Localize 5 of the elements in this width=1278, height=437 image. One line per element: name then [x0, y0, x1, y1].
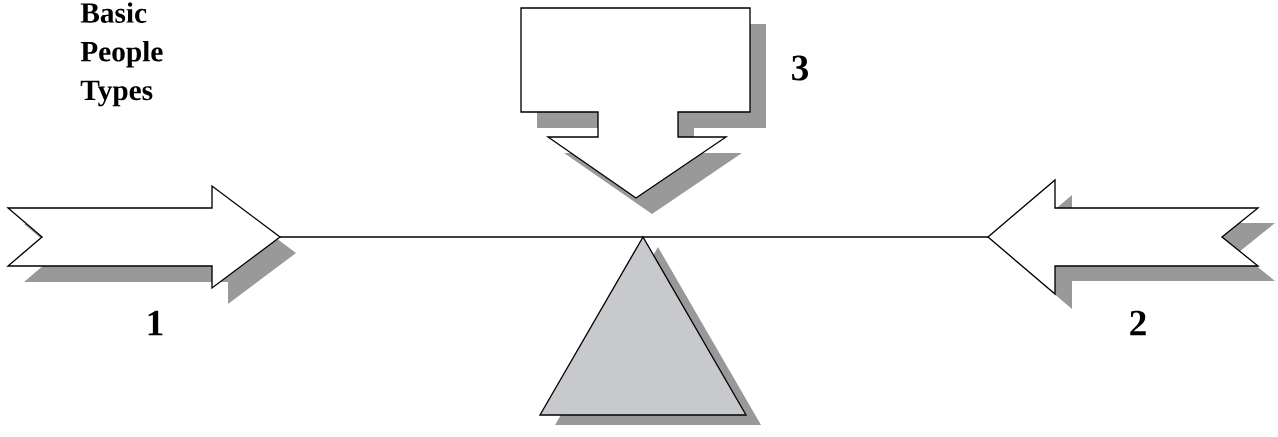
- beam-line: [279, 236, 989, 238]
- callout-number: 2: [1130, 310, 1146, 336]
- callout-number: 3: [792, 55, 809, 81]
- callout-number: 1: [148, 310, 163, 336]
- title: Basic People Types: [80, 2, 163, 107]
